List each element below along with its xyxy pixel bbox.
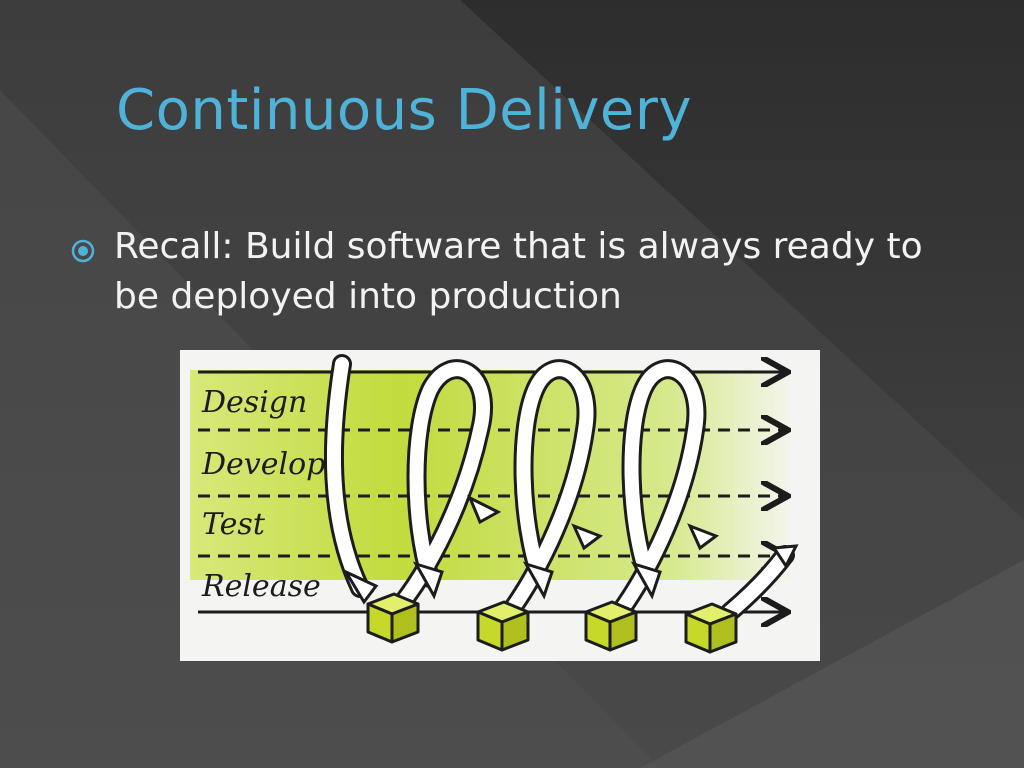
release-box-3	[584, 600, 638, 652]
stage-label-test: Test	[202, 507, 266, 542]
loop-arrows	[323, 354, 795, 622]
release-box-2	[476, 600, 530, 652]
continuous-delivery-diagram: Design Develop Test Release	[180, 350, 820, 661]
release-boxes	[366, 592, 738, 654]
slide-title: Continuous Delivery	[116, 78, 693, 143]
release-box-1	[366, 592, 420, 644]
radio-bullet-icon	[71, 239, 95, 263]
bullet-text: Recall: Build software that is always re…	[114, 226, 923, 317]
loop-arrowheads	[342, 494, 799, 605]
release-box-4	[684, 602, 738, 654]
stage-label-release: Release	[201, 569, 321, 604]
stage-label-develop: Develop	[201, 447, 325, 482]
stage-label-design: Design	[201, 385, 307, 420]
